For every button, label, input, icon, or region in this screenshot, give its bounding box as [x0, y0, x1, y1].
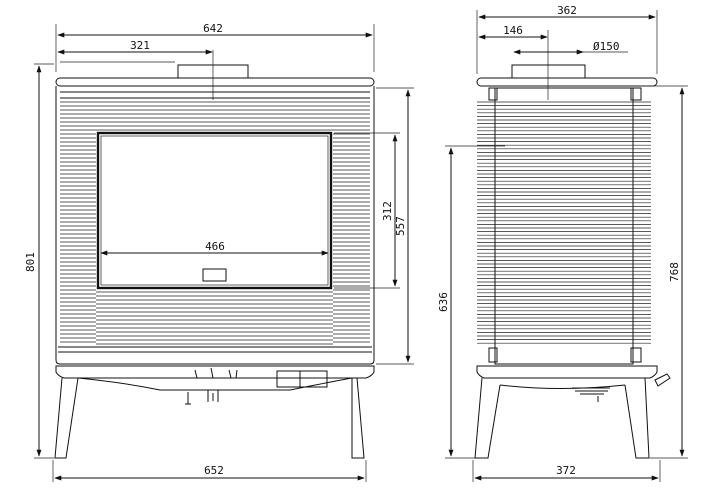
side-leg-front	[474, 377, 501, 459]
dim-height: 801	[24, 252, 37, 272]
side-base	[476, 365, 658, 379]
front-top-plate	[55, 77, 375, 87]
dim-flue-diameter: Ø150	[593, 40, 620, 53]
dim-flue-offset: 146	[503, 24, 523, 37]
dim-flue-height: 636	[437, 292, 450, 312]
front-ribbed-panels	[60, 101, 370, 345]
front-door-glass	[96, 131, 333, 290]
front-view	[54, 64, 375, 459]
dim-body-height: 557	[394, 216, 407, 236]
front-body-outline	[55, 86, 375, 365]
front-dimensions: 642 321 801 466 312 557 652	[24, 22, 414, 482]
front-lower-controls	[185, 390, 219, 405]
dim-base-width: 652	[204, 464, 224, 477]
side-top-plate	[476, 77, 658, 87]
side-leg-back	[624, 377, 650, 459]
door-handle	[202, 268, 227, 282]
side-apron	[499, 384, 626, 389]
side-flue-collar	[511, 64, 586, 79]
dim-overall-width: 642	[203, 22, 223, 35]
side-air-lever	[654, 373, 671, 387]
side-body	[494, 87, 634, 365]
dim-side-height: 768	[668, 262, 681, 282]
front-base	[55, 365, 375, 379]
side-view	[474, 64, 671, 459]
side-controls	[572, 387, 610, 402]
front-leg-right	[351, 377, 365, 459]
dim-top-depth: 362	[557, 4, 577, 17]
dim-half-width: 321	[130, 39, 150, 52]
dim-glass-width: 466	[205, 240, 225, 253]
front-apron	[77, 377, 353, 391]
front-leg-left	[54, 377, 79, 459]
air-control-box	[276, 370, 328, 388]
side-ribbed-panels	[477, 101, 651, 344]
side-dimensions: 362 146 Ø150 636 768 372	[437, 4, 688, 482]
dim-glass-height: 312	[381, 201, 394, 221]
dim-base-depth: 372	[556, 464, 576, 477]
